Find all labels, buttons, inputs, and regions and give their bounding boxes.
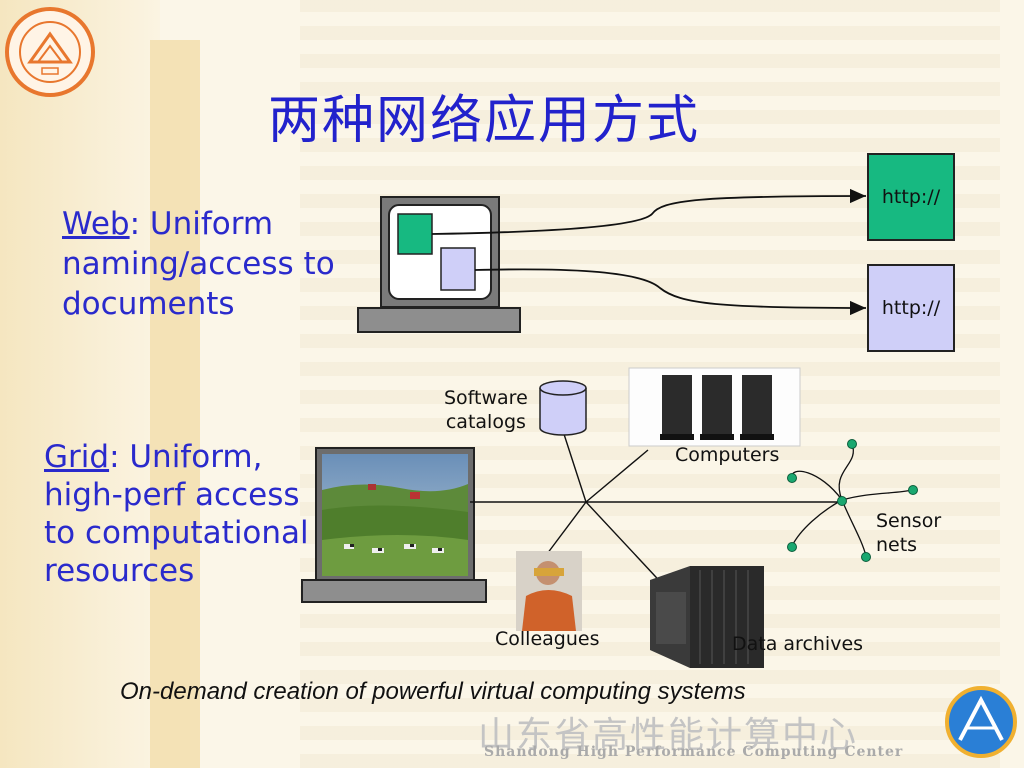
web-line3: documents [62,286,235,322]
server-racks-image [628,367,801,447]
software-label-line1: Software [444,387,528,409]
arrow-to-bottom-http [474,268,867,316]
http-label-bottom: http:// [881,297,941,319]
sensor-node-icon [787,473,797,483]
grid-description: Grid: Uniform, high-perf access to compu… [44,438,309,590]
http-link-box-bottom: http:// [867,264,955,352]
hpc-center-logo [945,686,1017,758]
grid-line2: high-perf access [44,477,300,513]
http-link-box-top: http:// [867,153,955,241]
colleague-photo [516,551,582,631]
software-catalogs-label: Software catalogs [444,386,528,434]
http-label-top: http:// [881,186,941,208]
slide-tagline: On-demand creation of powerful virtual c… [120,678,746,705]
web-description: Web: Uniform naming/access to documents [62,204,335,324]
sensor-nets-label: Sensor nets [876,509,941,557]
grid-line1: : Uniform, [109,439,263,475]
web-computer-icon [357,196,521,333]
grid-line3: to computational [44,515,309,551]
grid-computer-icon [301,447,487,603]
grid-connections [470,427,840,591]
web-term: Web [62,206,130,242]
sensor-node-icon [837,496,847,506]
footer-center-name-cn: 山东省高性能计算中心 [478,715,859,756]
lavender-document-icon [440,247,476,291]
arrow-to-top-http [431,188,867,235]
data-archive-cabinet-image [650,566,764,668]
background-stripe [0,0,160,768]
sensor-label-line2: nets [876,534,918,556]
web-line2: naming/access to [62,246,335,282]
web-line1: : Uniform [129,206,274,242]
grid-line4: resources [44,553,195,589]
green-document-icon [397,213,433,255]
database-cylinder-icon [539,380,587,436]
colleagues-label: Colleagues [495,628,600,650]
sensor-label-line1: Sensor [876,510,942,532]
footer-center-name-en: Shandong High Performance Computing Cent… [484,744,904,760]
background-stripe [150,40,200,768]
software-label-line2: catalogs [445,411,526,433]
sensor-node-icon [908,485,918,495]
sensor-node-icon [787,542,797,552]
slide-title: 两种网络应用方式 [267,91,700,151]
grid-term: Grid [44,439,110,475]
computers-label: Computers [675,444,780,466]
sensor-node-icon [861,552,871,562]
university-logo [5,7,95,97]
data-archives-label: Data archives [732,633,864,655]
sensor-node-icon [847,439,857,449]
